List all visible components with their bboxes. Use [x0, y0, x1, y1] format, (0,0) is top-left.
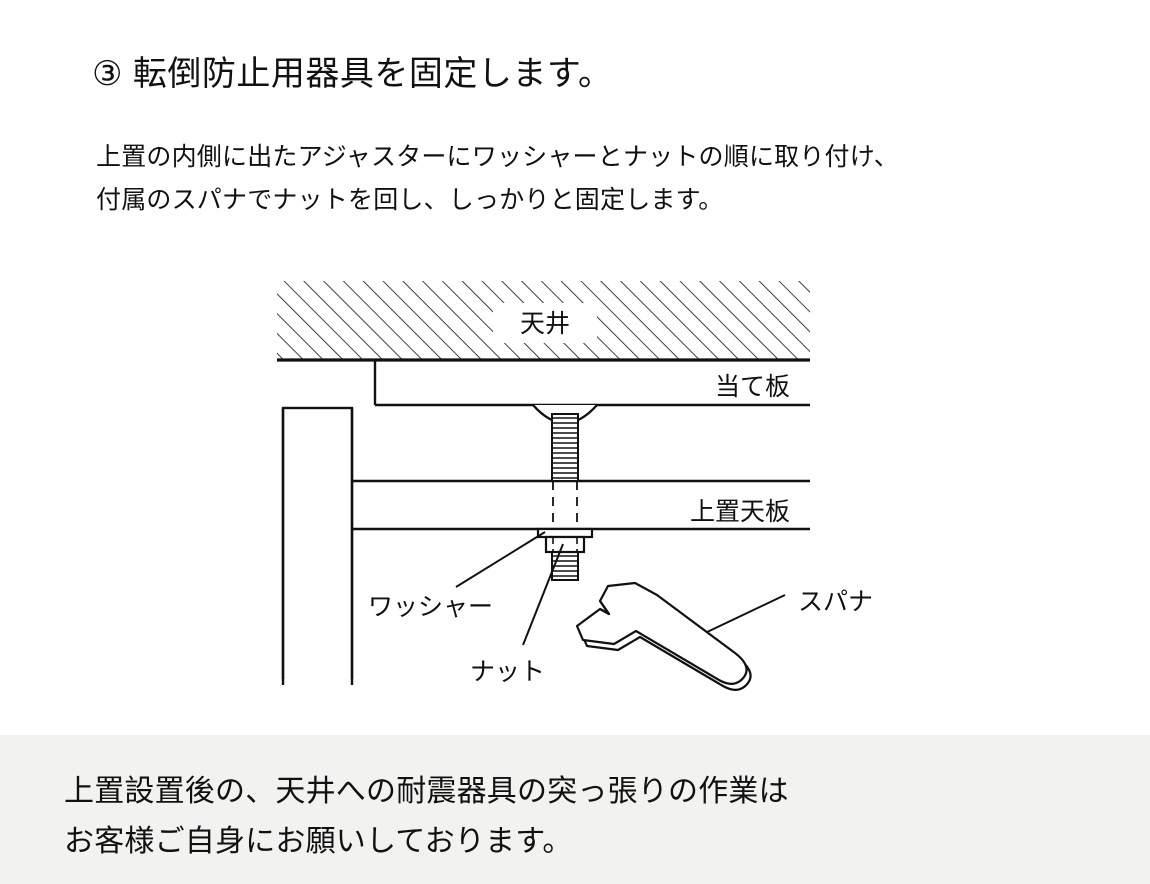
spanner-leader-line	[704, 594, 786, 634]
backing-board-label: 当て板	[715, 373, 790, 401]
spanner-tool	[575, 581, 752, 691]
instruction-body: 上置の内側に出たアジャスターにワッシャーとナットの順に取り付け、 付属のスパナで…	[96, 136, 899, 222]
nut-part	[544, 535, 586, 554]
instruction-section: ③ 転倒防止用器具を固定します。 上置の内側に出たアジャスターにワッシャーとナッ…	[0, 55, 1150, 705]
washer-label: ワッシャー	[368, 593, 493, 621]
note-section: 上置設置後の、天井への耐震器具の突っ張りの作業は お客様ご自身にお願いしておりま…	[0, 735, 1150, 884]
spanner-label: スパナ	[798, 588, 873, 616]
bolt-thread-upper	[551, 413, 579, 482]
washer-leader-line	[455, 531, 546, 588]
assembly-diagram: 天井 当て板	[0, 255, 1150, 705]
washer-part	[536, 527, 594, 539]
instruction-body-line-2: 付属のスパナでナットを回し、しっかりと固定します。	[96, 186, 724, 214]
ceiling-slab	[277, 281, 810, 362]
upper-top-board-label: 上置天板	[690, 498, 790, 526]
cabinet-side-panel	[281, 406, 354, 689]
ceiling-label: 天井	[520, 310, 570, 338]
note-line-1: 上置設置後の、天井への耐震器具の突っ張りの作業は	[64, 775, 789, 808]
nut-label: ナット	[470, 658, 545, 686]
bolt-thread-lower	[551, 551, 579, 581]
nut-leader-line	[522, 543, 564, 646]
note-line-2: お客様ご自身にお願いしております。	[64, 825, 573, 858]
page-title: ③ 転倒防止用器具を固定します。	[92, 55, 613, 93]
ceiling-label-plate	[493, 303, 597, 343]
note-body: 上置設置後の、天井への耐震器具の突っ張りの作業は お客様ご自身にお願いしておりま…	[64, 767, 789, 867]
instruction-body-line-1: 上置の内側に出たアジャスターにワッシャーとナットの順に取り付け、	[96, 143, 899, 171]
adjuster-bolt	[532, 404, 598, 581]
